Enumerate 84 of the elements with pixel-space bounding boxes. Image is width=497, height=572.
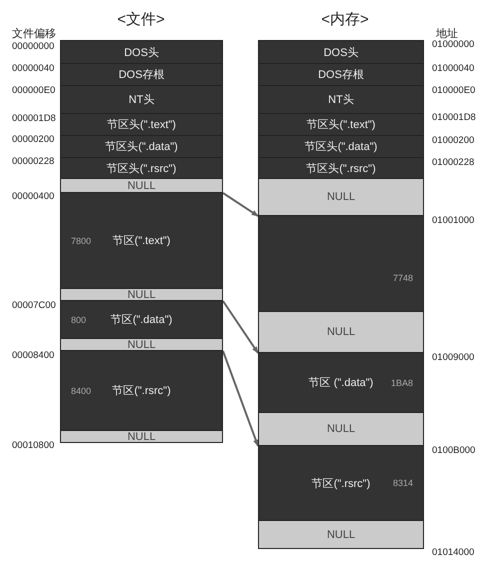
null-band bbox=[60, 178, 223, 193]
offset-value: 00000000 bbox=[12, 41, 54, 52]
section-band bbox=[60, 192, 223, 289]
section-band bbox=[60, 85, 223, 114]
size-value: 8314 bbox=[392, 478, 413, 488]
offset-value: 00000200 bbox=[12, 134, 54, 145]
axis-title: 文件偏移 bbox=[12, 26, 56, 41]
address-value: 01000040 bbox=[432, 63, 474, 74]
null-band bbox=[258, 412, 424, 446]
section-band bbox=[258, 85, 424, 114]
offset-value: 000001D8 bbox=[12, 113, 56, 124]
address-value: 010000E0 bbox=[432, 85, 476, 96]
band-label: DOS存根 bbox=[118, 68, 164, 82]
band-label: DOS存根 bbox=[318, 68, 364, 82]
address-value: 01000228 bbox=[432, 157, 474, 168]
section-band bbox=[258, 352, 424, 413]
size-value: 8400 bbox=[71, 386, 92, 396]
null-band bbox=[60, 288, 223, 301]
column-heading: <文件> bbox=[117, 10, 165, 29]
band-label: NULL bbox=[127, 288, 156, 300]
band-label: 节区头(".data") bbox=[105, 140, 178, 154]
section-band bbox=[258, 215, 424, 312]
section-band bbox=[60, 135, 223, 158]
size-value: 1BA8 bbox=[390, 378, 413, 388]
arrow bbox=[222, 192, 259, 217]
band-label: NULL bbox=[127, 430, 156, 442]
address-value: 010001D8 bbox=[432, 112, 476, 123]
band-label: 节区(".rsrc") bbox=[312, 476, 370, 490]
size-value: 7800 bbox=[71, 236, 92, 246]
offset-value: 00007C00 bbox=[12, 300, 56, 311]
band-label: 节区(".text") bbox=[112, 234, 170, 248]
band-label: 节区(".rsrc") bbox=[112, 384, 171, 398]
null-band bbox=[60, 430, 223, 443]
band-label: NULL bbox=[326, 423, 356, 435]
band-label: NULL bbox=[326, 326, 356, 338]
section-band bbox=[60, 157, 223, 179]
band-label: 节区头(".rsrc") bbox=[106, 162, 176, 176]
band-label: 节区头(".rsrc") bbox=[306, 162, 376, 176]
address-value: 01009000 bbox=[432, 352, 474, 363]
band-label: DOS头 bbox=[324, 46, 358, 60]
size-value: 800 bbox=[71, 314, 86, 324]
axis-title: 地址 bbox=[436, 27, 458, 40]
band-label: 节区 (".data") bbox=[308, 376, 374, 390]
section-band bbox=[60, 350, 223, 431]
section-band bbox=[258, 113, 424, 136]
band-label: NULL bbox=[127, 180, 156, 192]
offset-value: 000000E0 bbox=[12, 85, 56, 96]
section-band bbox=[258, 157, 424, 179]
address-value: 01014000 bbox=[432, 547, 474, 558]
band-label: 节区(".data") bbox=[110, 313, 172, 327]
band-label: 节区头(".text") bbox=[107, 118, 176, 132]
band-label: 节区头(".text") bbox=[306, 118, 376, 132]
offset-value: 00000040 bbox=[12, 63, 54, 74]
null-band bbox=[258, 178, 424, 216]
band-label: DOS头 bbox=[124, 46, 159, 60]
size-value: 7748 bbox=[392, 272, 413, 283]
null-band bbox=[60, 338, 223, 351]
offset-value: 00010800 bbox=[12, 440, 54, 451]
offset-value: 00000228 bbox=[12, 156, 54, 167]
section-band bbox=[258, 135, 424, 158]
section-band bbox=[258, 445, 424, 521]
address-value: 01001000 bbox=[432, 215, 474, 226]
band-label: 节区头(".data") bbox=[304, 140, 378, 154]
address-value: 0100B000 bbox=[432, 445, 476, 456]
band-label: NULL bbox=[326, 191, 356, 203]
section-band bbox=[60, 63, 223, 86]
section-band bbox=[258, 40, 424, 64]
section-band bbox=[258, 63, 424, 86]
band-label: NT头 bbox=[328, 93, 354, 107]
band-label: NULL bbox=[127, 338, 156, 350]
offset-value: 00008400 bbox=[12, 350, 54, 361]
arrow bbox=[222, 350, 259, 447]
section-band bbox=[60, 113, 223, 136]
band-label: NT头 bbox=[128, 93, 154, 107]
column-heading: <内存> bbox=[321, 10, 369, 29]
section-band bbox=[60, 300, 223, 339]
offset-value: 00000400 bbox=[12, 191, 54, 202]
address-value: 01000000 bbox=[432, 39, 474, 50]
band-label: NULL bbox=[326, 528, 356, 540]
null-band bbox=[258, 520, 424, 549]
arrow bbox=[222, 300, 259, 354]
address-value: 01000200 bbox=[432, 135, 474, 146]
section-band bbox=[60, 40, 223, 64]
null-band bbox=[258, 311, 424, 353]
